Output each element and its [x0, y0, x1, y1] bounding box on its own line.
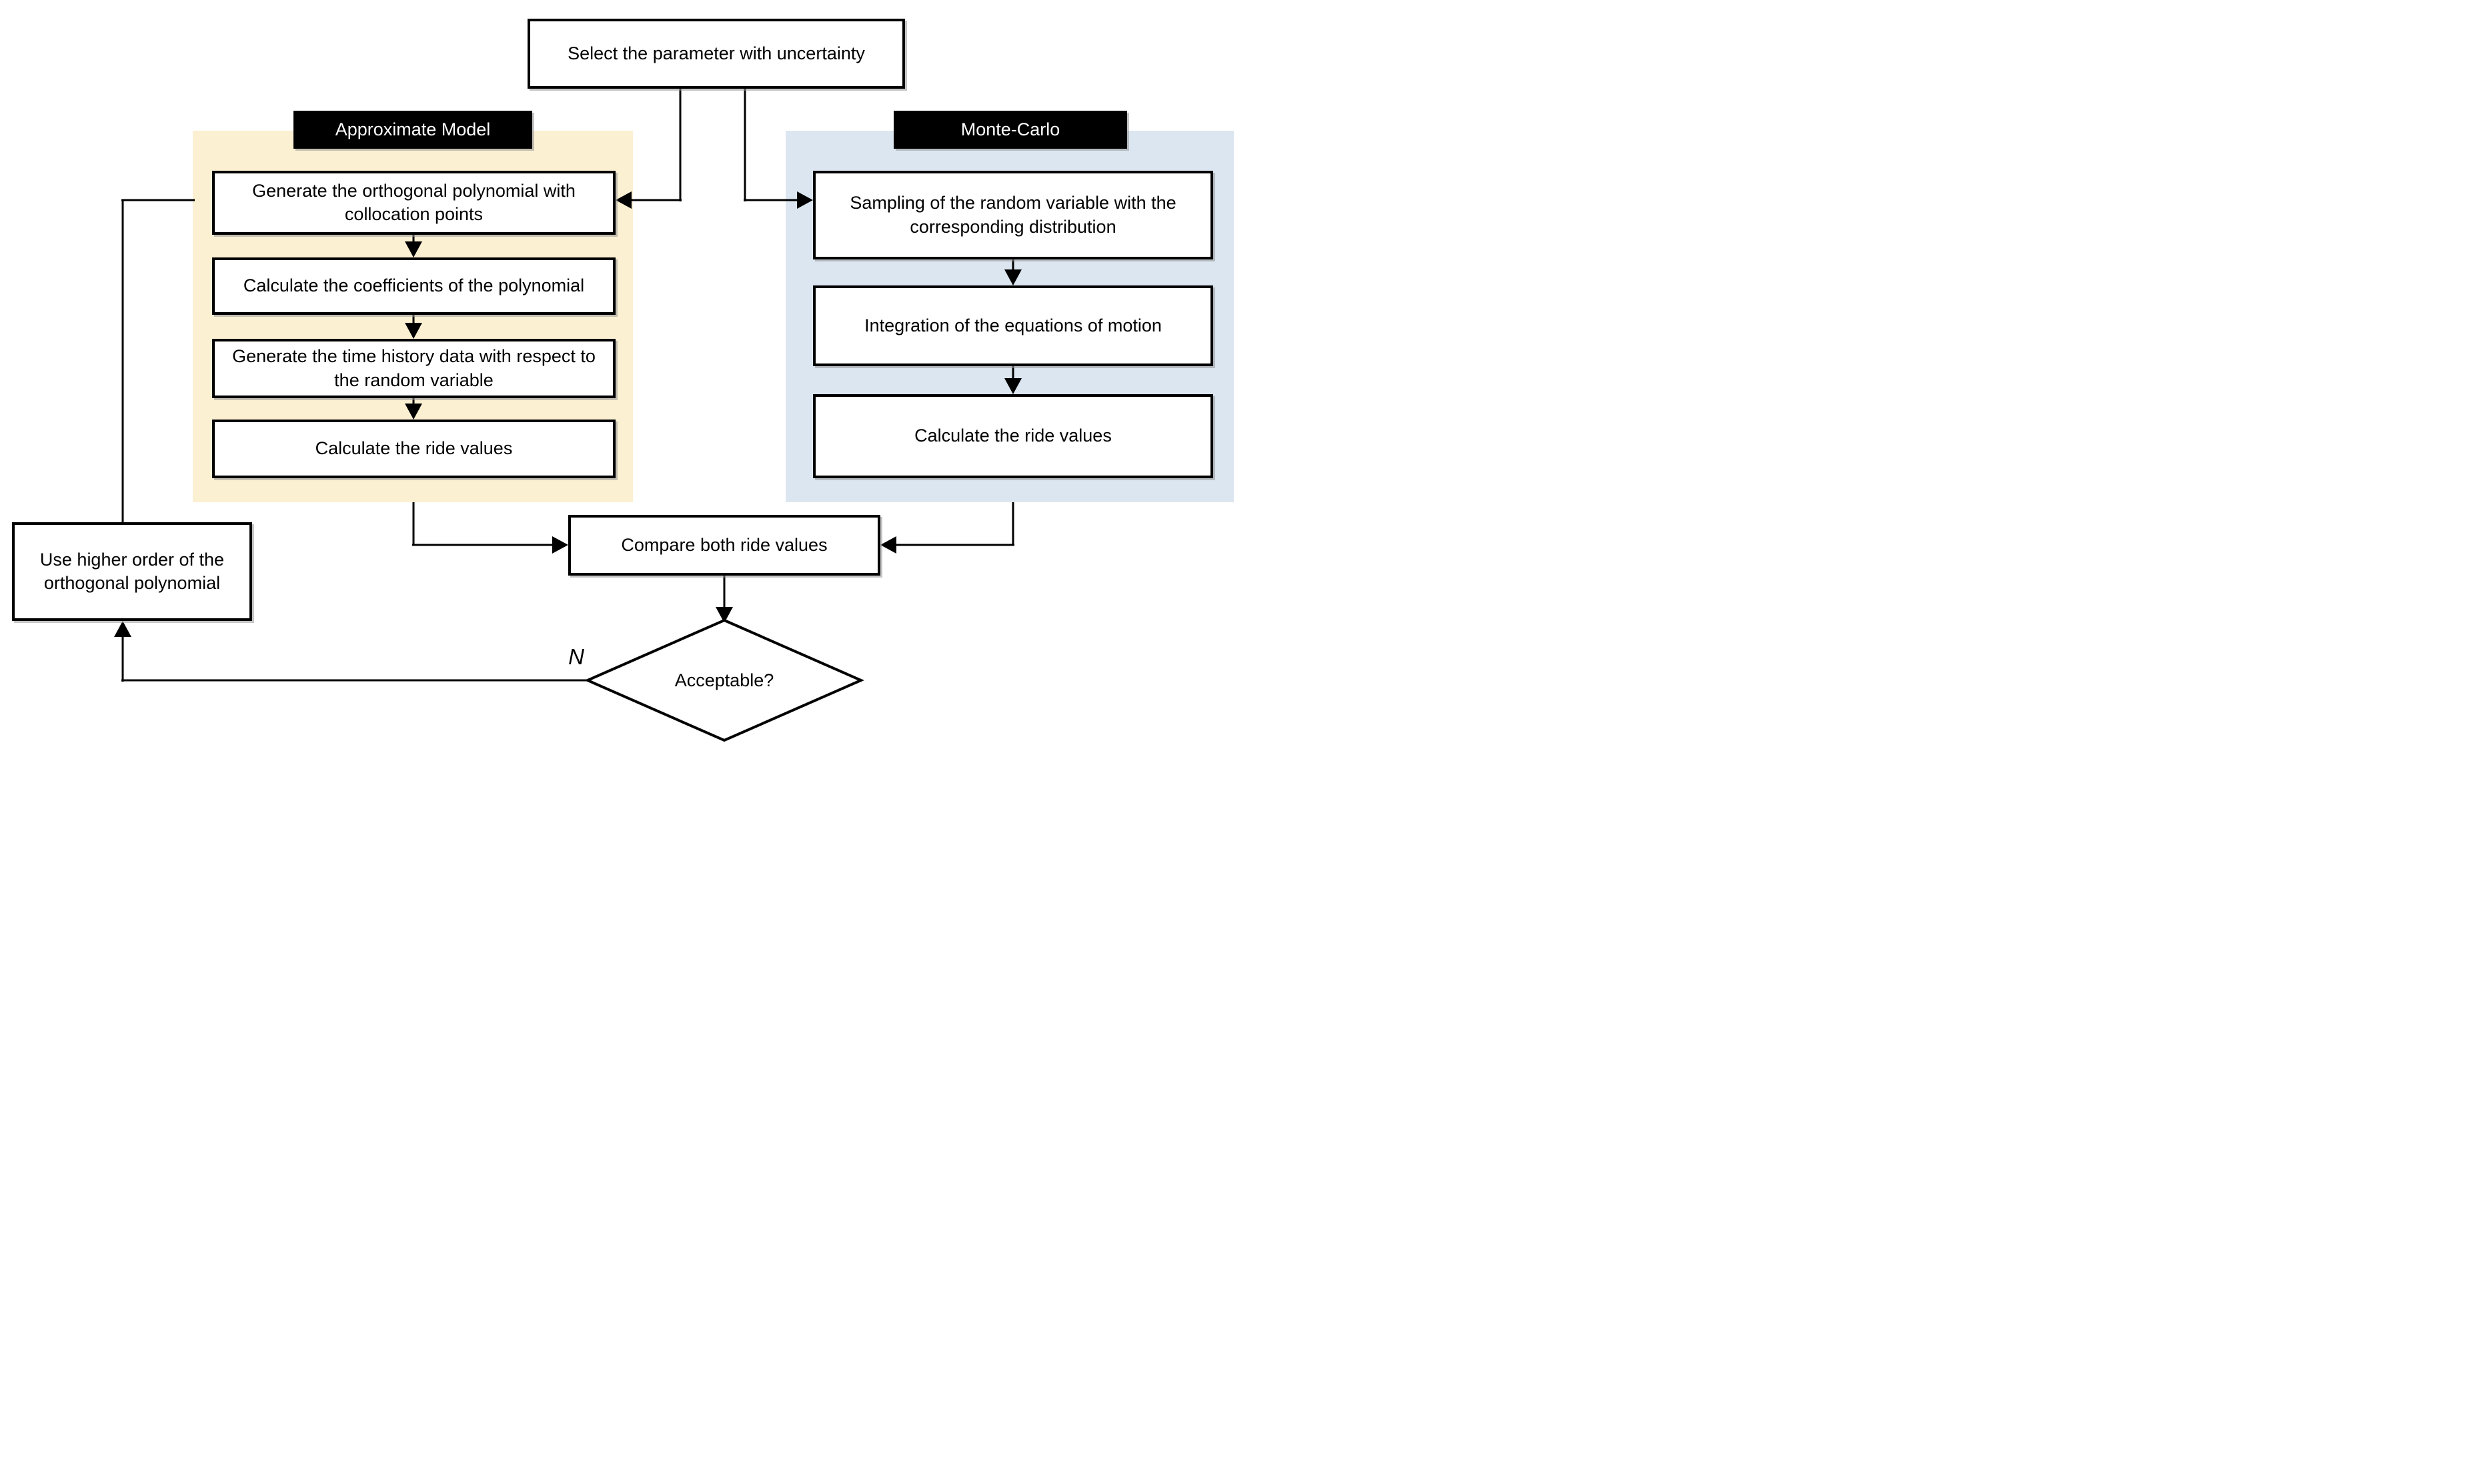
approximate-step-1: Generate the orthogonal polynomial with …	[212, 171, 616, 235]
approximate-step-2-label: Calculate the coefficients of the polyno…	[243, 275, 585, 296]
arrowhead-decision	[716, 607, 733, 623]
arrowhead-a4	[405, 404, 422, 420]
start-box: Select the parameter with uncertainty	[528, 19, 905, 89]
approximate-step-1-label: Generate the orthogonal polynomial with …	[252, 180, 576, 224]
arrowhead-a2	[405, 241, 422, 257]
monte-carlo-step-1: Sampling of the random variable with the…	[813, 171, 1213, 259]
connector-layer	[114, 89, 1022, 742]
connector-feedback-to-approximate	[121, 199, 195, 524]
flowchart-diagram: Approximate Model Monte-Carlo Select the…	[0, 0, 1242, 742]
arrowhead-into-approximate	[616, 191, 632, 209]
approximate-step-4-label: Calculate the ride values	[315, 438, 513, 459]
monte-carlo-step-2-label: Integration of the equations of motion	[864, 315, 1162, 335]
approximate-step-2: Calculate the coefficients of the polyno…	[212, 257, 616, 315]
arrowhead-compare-right	[880, 536, 896, 554]
monte-carlo-step-2: Integration of the equations of motion	[813, 285, 1213, 366]
feedback-box: Use higher order of the orthogonal polyn…	[12, 522, 252, 621]
arrowhead-b3	[1004, 378, 1022, 394]
decision-diamond-shape	[584, 618, 864, 742]
compare-box-label: Compare both ride values	[621, 534, 828, 555]
approximate-step-3-label: Generate the time history data with resp…	[232, 346, 596, 390]
connector-approx-to-compare	[412, 502, 554, 546]
approximate-step-4: Calculate the ride values	[212, 420, 616, 478]
arrowhead-b2	[1004, 269, 1022, 285]
arrowhead-a3	[405, 323, 422, 339]
feedback-box-label: Use higher order of the orthogonal polyn…	[39, 549, 225, 593]
approximate-step-3: Generate the time history data with resp…	[212, 339, 616, 398]
approximate-model-header: Approximate Model	[293, 111, 532, 149]
monte-carlo-step-1-label: Sampling of the random variable with the…	[850, 193, 1176, 237]
monte-carlo-header-label: Monte-Carlo	[960, 119, 1060, 139]
approximate-model-header-label: Approximate Model	[335, 119, 491, 139]
connector-mc-to-compare	[895, 502, 1014, 546]
connector-decision-to-feedback	[121, 636, 588, 682]
monte-carlo-header: Monte-Carlo	[894, 111, 1127, 149]
monte-carlo-step-3-label: Calculate the ride values	[914, 426, 1112, 446]
arrowhead-into-montecarlo	[797, 191, 813, 209]
start-box-label: Select the parameter with uncertainty	[568, 43, 865, 63]
arrowhead-compare-left	[552, 536, 568, 554]
monte-carlo-step-3: Calculate the ride values	[813, 394, 1213, 478]
compare-box: Compare both ride values	[568, 515, 880, 576]
arrowhead-feedback-box	[114, 621, 131, 637]
decision-no-label: N	[568, 644, 584, 669]
